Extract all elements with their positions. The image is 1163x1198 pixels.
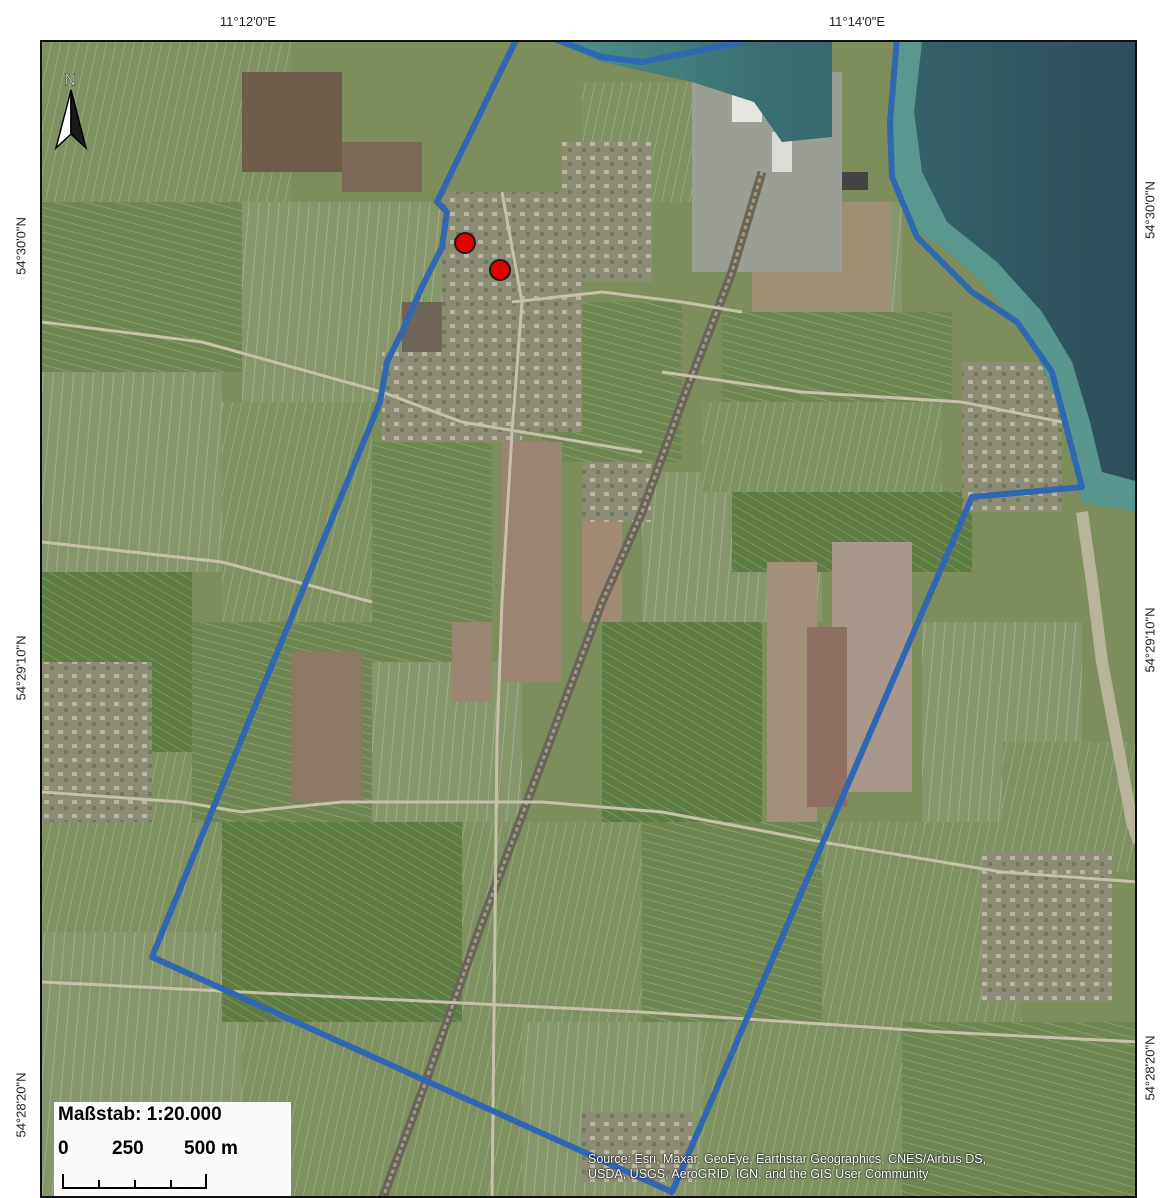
- map-attribution: Source: Esri, Maxar, GeoEye, Earthstar G…: [588, 1152, 986, 1182]
- settlements: [42, 72, 1112, 1182]
- attribution-line-2: USDA, USGS, AeroGRID, IGN, and the GIS U…: [588, 1167, 929, 1181]
- longitude-label-1: 11°12'0"E: [219, 14, 277, 29]
- latitude-label-right-1: 54°30'0"N: [1142, 181, 1158, 239]
- shallow-water: [887, 42, 1135, 512]
- latitude-label-left-3: 54°28'20"N: [13, 1072, 29, 1138]
- latitude-label-left-2: 54°29'10"N: [13, 635, 29, 701]
- longitude-label-2: 11°14'0"E: [828, 14, 886, 29]
- scale-label-250: 250: [112, 1138, 144, 1159]
- latitude-label-right-3: 54°28'20"N: [1142, 1035, 1158, 1101]
- coastline-boundary: [554, 42, 743, 65]
- latitude-label-right-2: 54°29'10"N: [1142, 607, 1158, 673]
- scale-title: Maßstab: 1:20.000: [58, 1104, 222, 1125]
- site-marker-1[interactable]: [454, 232, 476, 254]
- scale-label-0: 0: [58, 1138, 69, 1159]
- roads: [42, 191, 1135, 1196]
- north-arrow: N: [54, 72, 88, 151]
- study-area-boundary: [149, 42, 1085, 1195]
- sea: [554, 42, 1135, 512]
- site-marker-2[interactable]: [489, 259, 511, 281]
- scale-label-500: 500 m: [184, 1138, 238, 1159]
- north-label: N: [64, 72, 76, 89]
- scale-bar: Maßstab: 1:20.000 0 250 500 m: [54, 1102, 291, 1196]
- scale-ruler: [62, 1174, 207, 1189]
- attribution-line-1: Source: Esri, Maxar, GeoEye, Earthstar G…: [588, 1152, 987, 1166]
- satellite-map[interactable]: N: [42, 42, 1137, 1198]
- beach: [1076, 511, 1135, 844]
- latitude-label-left-1: 54°30'0"N: [13, 217, 29, 275]
- map-frame[interactable]: N Maßstab: 1:20.000 0 250 500 m Source: …: [40, 40, 1137, 1198]
